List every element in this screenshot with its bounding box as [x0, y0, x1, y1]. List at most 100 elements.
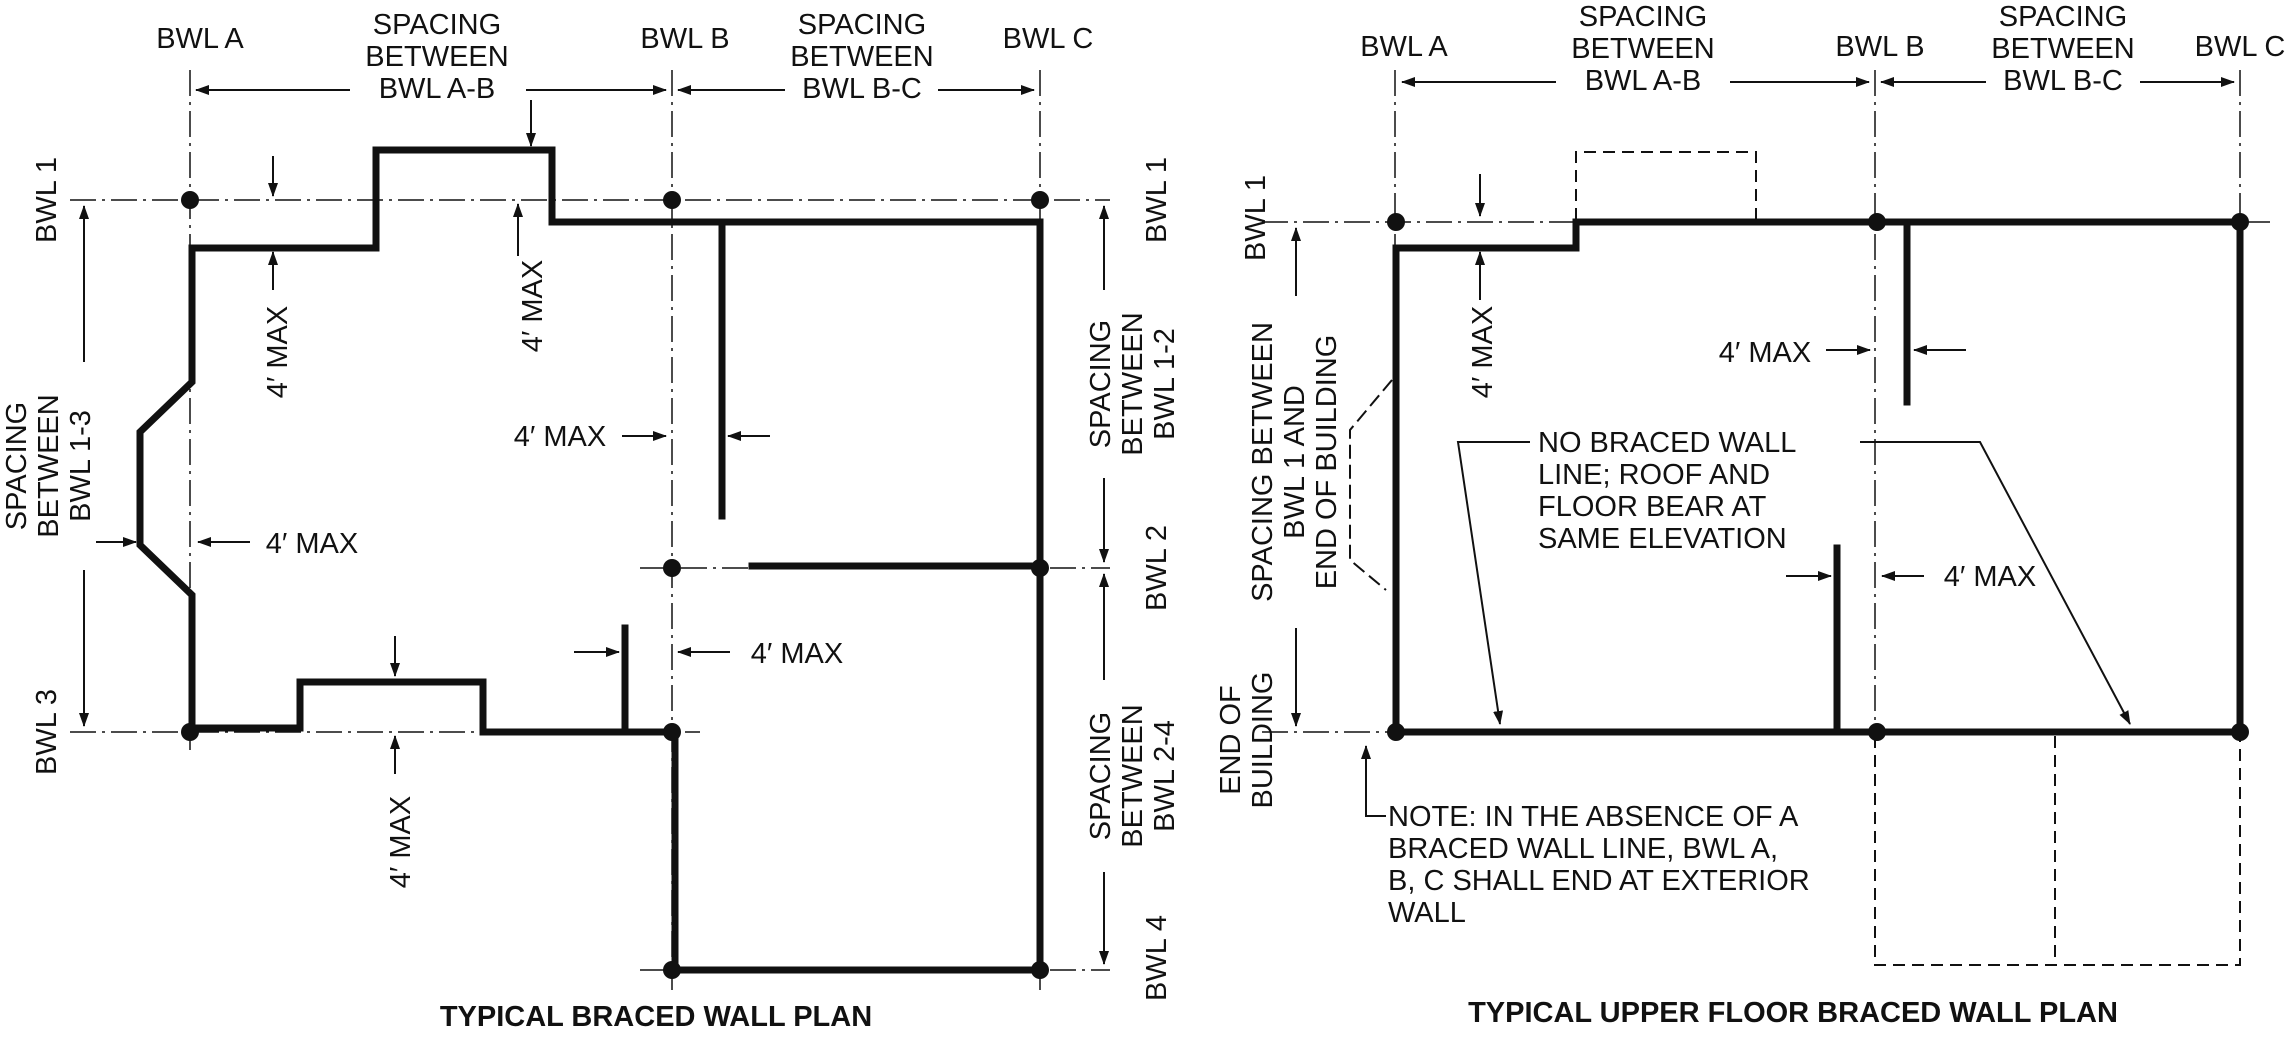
- right-spacing-bc-line1: SPACING: [1999, 1, 2127, 33]
- left-spacing-ab-line1: SPACING: [373, 9, 501, 41]
- right-max-label-3: 4′ MAX: [1944, 561, 2036, 593]
- dot: [1031, 559, 1049, 577]
- right-callout-line4: SAME ELEVATION: [1538, 523, 1787, 555]
- right-label-bwl-c: BWL C: [2195, 31, 2286, 63]
- right-callout-line3: FLOOR BEAR AT: [1538, 491, 1767, 523]
- right-end-of-building-label: END OF BUILDING: [1215, 672, 1279, 809]
- left-max-dim-5: 4′ MAX: [574, 638, 843, 670]
- right-spacing-end-line3: END OF BUILDING: [1311, 335, 1343, 590]
- dot: [181, 723, 199, 741]
- left-max-label-4: 4′ MAX: [266, 528, 358, 560]
- right-spacing-ab-line3: BWL A-B: [1585, 65, 1702, 97]
- left-spacing-12-line1: SPACING: [1085, 320, 1117, 448]
- left-label-bwl-2: BWL 2: [1141, 525, 1173, 611]
- right-max-label-2: 4′ MAX: [1719, 337, 1811, 369]
- dot: [663, 723, 681, 741]
- left-spacing-bc-line2: BETWEEN: [790, 41, 933, 73]
- right-centerlines: [1262, 70, 2270, 740]
- right-label-bwl-b: BWL B: [1835, 31, 1924, 63]
- left-centerlines: [70, 70, 1110, 990]
- right-callout-leader-left: [1456, 441, 1530, 725]
- left-spacing-24-dimension: SPACING BETWEEN BWL 2-4: [1085, 573, 1181, 965]
- right-note-leader: [1361, 745, 1386, 817]
- left-spacing-24-line3: BWL 2-4: [1149, 720, 1181, 832]
- right-spacing-end-line1: SPACING BETWEEN: [1247, 322, 1279, 602]
- right-max-dim-2: 4′ MAX: [1719, 337, 1966, 369]
- right-spacing-bc-dimension: SPACING BETWEEN BWL B-C: [1880, 1, 2235, 97]
- right-end-of-building-line1: END OF: [1215, 685, 1247, 795]
- right-max-label-1: 4′ MAX: [1467, 306, 1499, 398]
- right-note: NOTE: IN THE ABSENCE OF A BRACED WALL LI…: [1361, 745, 1810, 929]
- left-label-bwl-4: BWL 4: [1141, 915, 1173, 1001]
- left-spacing-12-line3: BWL 1-2: [1149, 328, 1181, 440]
- right-spacing-ab-dimension: SPACING BETWEEN BWL A-B: [1401, 1, 1870, 97]
- right-note-line3: B, C SHALL END AT EXTERIOR: [1388, 865, 1810, 897]
- left-label-bwl-c: BWL C: [1003, 23, 1094, 55]
- right-label-bwl-a: BWL A: [1360, 31, 1448, 63]
- right-plan: BWL A BWL B BWL C SPACING BETWEEN BWL A-…: [1215, 1, 2285, 1029]
- dot: [1868, 723, 1886, 741]
- left-spacing-12-line2: BETWEEN: [1117, 312, 1149, 455]
- left-max-label-2: 4′ MAX: [517, 260, 549, 352]
- left-spacing-ab-line3: BWL A-B: [379, 73, 496, 105]
- right-label-bwl-1: BWL 1: [1240, 175, 1272, 261]
- dot: [1031, 191, 1049, 209]
- left-spacing-bc-line3: BWL B-C: [802, 73, 922, 105]
- dot: [663, 559, 681, 577]
- dot: [2231, 213, 2249, 231]
- left-max-dim-1: 4′ MAX: [262, 156, 294, 398]
- dot: [1387, 213, 1405, 231]
- right-dashed-bump: [1575, 151, 1757, 220]
- right-callout-leader-right: [1860, 441, 2131, 725]
- left-max-dim-2: 4′ MAX: [513, 100, 549, 352]
- right-callout-line2: LINE; ROOF AND: [1538, 459, 1770, 491]
- dot: [1387, 723, 1405, 741]
- right-spacing-end-dimension: SPACING BETWEEN BWL 1 AND END OF BUILDIN…: [1247, 227, 1393, 727]
- left-dots: [181, 191, 1049, 979]
- right-dashed-outline: [1575, 151, 2241, 966]
- left-spacing-24-line2: BETWEEN: [1117, 704, 1149, 847]
- left-max-label-3: 4′ MAX: [514, 421, 606, 453]
- left-label-bwl-3: BWL 3: [31, 689, 63, 775]
- left-spacing-13-line3: BWL 1-3: [65, 410, 97, 522]
- right-note-line2: BRACED WALL LINE, BWL A,: [1388, 833, 1778, 865]
- right-note-line4: WALL: [1388, 897, 1466, 929]
- left-plan: BWL A BWL B BWL C SPACING BETWEEN BWL A-…: [1, 9, 1181, 1033]
- left-walls: [136, 146, 1044, 974]
- left-exterior-wall: [136, 146, 1044, 974]
- right-end-of-building-line2: BUILDING: [1247, 672, 1279, 809]
- left-spacing-bc-line1: SPACING: [798, 9, 926, 41]
- dot: [1868, 213, 1886, 231]
- dot: [663, 191, 681, 209]
- right-exterior-wall: [1392, 218, 2244, 736]
- right-spacing-ab-line1: SPACING: [1579, 1, 1707, 33]
- left-spacing-ab-line2: BETWEEN: [365, 41, 508, 73]
- left-spacing-12-dimension: SPACING BETWEEN BWL 1-2: [1085, 205, 1181, 563]
- left-spacing-24-line1: SPACING: [1085, 712, 1117, 840]
- right-spacing-bc-line3: BWL B-C: [2003, 65, 2123, 97]
- dot: [2231, 723, 2249, 741]
- dot: [1031, 961, 1049, 979]
- right-max-dim-3: 4′ MAX: [1786, 561, 2036, 593]
- left-max-label-5: 4′ MAX: [751, 638, 843, 670]
- right-spacing-end-leader: [1349, 379, 1393, 591]
- left-max-label-1: 4′ MAX: [262, 306, 294, 398]
- right-callout-line1: NO BRACED WALL: [1538, 427, 1796, 459]
- left-spacing-13-line1: SPACING: [1, 402, 33, 530]
- left-label-bwl-a: BWL A: [156, 23, 244, 55]
- right-callout: NO BRACED WALL LINE; ROOF AND FLOOR BEAR…: [1456, 427, 2131, 725]
- left-spacing-bc-dimension: SPACING BETWEEN BWL B-C: [677, 9, 1035, 105]
- right-spacing-ab-line2: BETWEEN: [1571, 33, 1714, 65]
- left-max-dim-6: 4′ MAX: [385, 636, 417, 888]
- left-label-bwl-b: BWL B: [640, 23, 729, 55]
- left-plan-title: TYPICAL BRACED WALL PLAN: [440, 1001, 872, 1033]
- dot: [663, 961, 681, 979]
- right-note-line1: NOTE: IN THE ABSENCE OF A: [1388, 801, 1799, 833]
- right-plan-title: TYPICAL UPPER FLOOR BRACED WALL PLAN: [1468, 997, 2118, 1029]
- left-max-dim-3: 4′ MAX: [514, 421, 770, 453]
- left-max-dim-4: 4′ MAX: [96, 528, 358, 560]
- right-walls: [1392, 218, 2244, 736]
- right-spacing-end-line2: BWL 1 AND: [1279, 385, 1311, 539]
